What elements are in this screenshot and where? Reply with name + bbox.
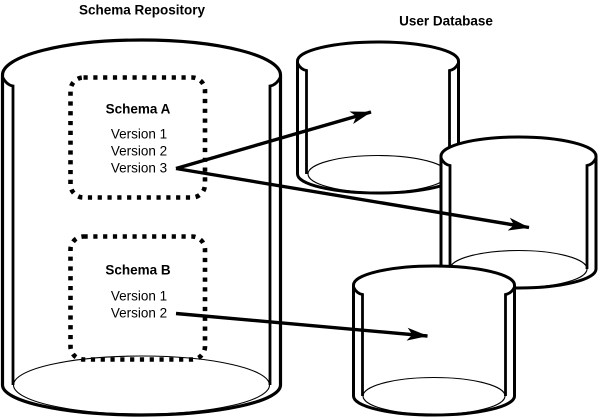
user-db-3-right-rim (504, 286, 516, 396)
user-db-2-body (439, 135, 598, 290)
schema-a-group: Schema A Version 1 Version 2 Version 3 (68, 75, 208, 200)
user-db-1-right-rim (448, 62, 460, 174)
user-db-cylinder-3 (352, 264, 516, 417)
repository-cylinder-left-rim (1, 76, 15, 385)
version-label: Version 2 (111, 306, 167, 321)
version-label: Version 1 (111, 289, 167, 304)
version-label: Version 2 (111, 144, 167, 159)
user-db-1-body (296, 40, 460, 195)
arrow-schema-b-v2-to-db3 (175, 311, 428, 341)
user-db-cylinder-1 (296, 40, 460, 195)
user-db-3-body (352, 264, 516, 417)
schema-a-dashed-border (68, 75, 208, 200)
schema-b-group: Schema B Version 1 Version 2 (68, 234, 208, 362)
repository-cylinder-right-rim (268, 76, 282, 385)
user-db-2-right-rim (585, 157, 598, 269)
arrow-schema-a-v3-to-db2 (175, 166, 530, 231)
repository-title: Schema Repository (79, 3, 206, 18)
connection-arrows (175, 110, 530, 341)
user-database-title: User Database (399, 14, 493, 29)
user-db-3-left-rim (352, 286, 364, 396)
schema-a-title: Schema A (106, 102, 171, 117)
schema-b-dashed-border (68, 234, 208, 362)
user-db-1-left-rim (296, 62, 308, 174)
arrow-schema-a-v3-to-db1 (175, 110, 372, 171)
version-label: Version 3 (111, 161, 167, 176)
user-db-cylinder-2 (439, 135, 598, 290)
version-label: Version 1 (111, 127, 167, 142)
user-db-2-left-rim (439, 157, 452, 269)
schema-b-title: Schema B (105, 263, 171, 278)
